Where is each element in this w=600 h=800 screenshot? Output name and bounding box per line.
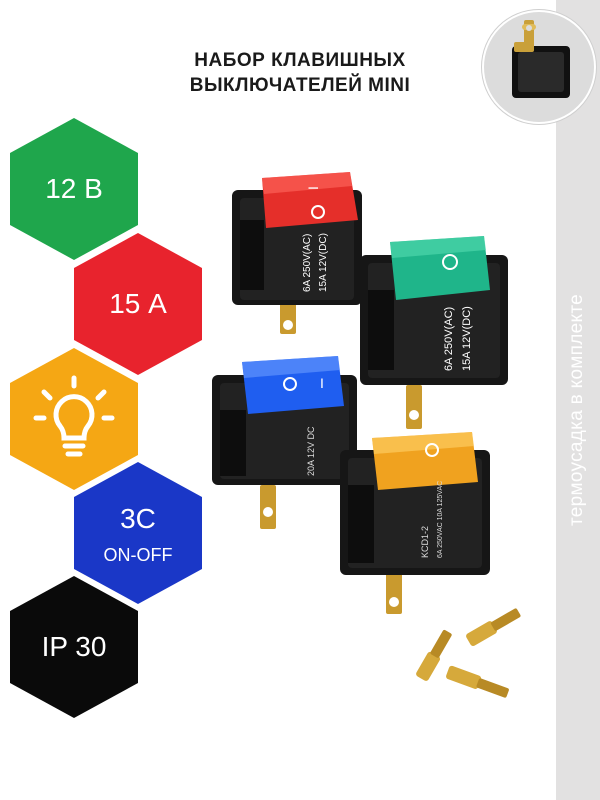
switch-green: 6A 250V(AC) 15A 12V(DC) [360,236,508,429]
badge-current-label: 15 А [109,288,167,319]
switch-green-rating-1: 6A 250V(AC) [443,307,455,371]
switch-orange: KCD1-2 6A 250VAC 10A 125VAC [340,432,490,614]
switch-orange-rating-2: 6A 250VAC 10A 125VAC [437,481,444,558]
switch-green-rating-2: 15A 12V(DC) [461,306,473,371]
badge-ip: IP 30 [10,576,138,723]
lightbulb-icon [33,375,115,457]
switch-red-rating-1: 6A 250V(AC) [302,234,313,292]
side-caption: термоусадка в комплекте [566,293,587,527]
switch-orange-rating-1: KCD1-2 [420,526,430,558]
crimp-terminals [416,608,521,698]
badge-voltage-label: 12 В [45,173,103,204]
switch-blue-rating-1: 20A 12V DC [306,426,316,476]
badge-contacts-label: 3С [120,503,156,534]
svg-text:I: I [305,186,321,190]
badge-voltage: 12 В [10,118,138,265]
badge-contacts-sublabel: ON-OFF [103,545,173,565]
page-title: НАБОР КЛАВИШНЫХ ВЫКЛЮЧАТЕЛЕЙ MINI [150,48,450,98]
switch-blue: I 20A 12V DC [212,356,357,529]
product-photo: I 6A 250V(AC) 15A 12V(DC) 6A 250V(AC) 15… [200,150,560,710]
badge-ip-label: IP 30 [41,631,107,662]
badge-light [10,348,138,495]
side-strip [556,0,600,800]
title-line-1: НАБОР КЛАВИШНЫХ [194,50,406,71]
thumbnail-closeup [482,10,596,124]
switch-red: I 6A 250V(AC) 15A 12V(DC) [232,172,362,334]
badge-current: 15 А [74,233,202,380]
badge-contacts: 3С ON-OFF [74,462,202,609]
svg-text:I: I [320,375,324,391]
switch-red-rating-2: 15A 12V(DC) [318,233,329,292]
title-line-2: ВЫКЛЮЧАТЕЛЕЙ MINI [189,75,411,96]
